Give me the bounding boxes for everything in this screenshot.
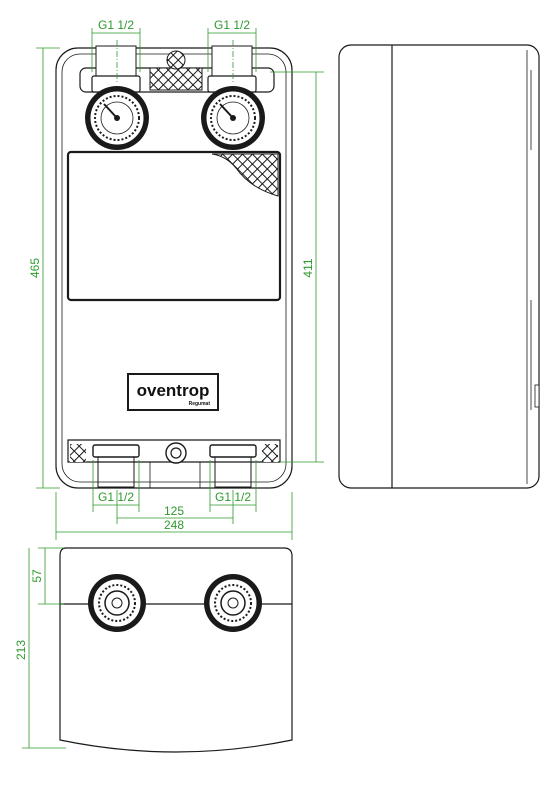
pump-window: [66, 150, 282, 302]
side-housing: [338, 44, 540, 489]
thread-top-left: G1 1/2: [98, 18, 134, 32]
top-left-thermometer-needle: [103, 103, 118, 119]
top-left-pipe: [95, 45, 137, 77]
dim-width-total: 248: [164, 518, 184, 532]
bottom-right-pipe: [214, 456, 252, 488]
bottom-left-pipe: [97, 456, 135, 488]
front-view: oventrop Regumat: [55, 45, 293, 489]
dim-depth-top: 57: [30, 569, 44, 583]
thread-bottom-left: G1 1/2: [98, 490, 134, 504]
bottom-right-nut: [209, 444, 257, 458]
top-right-thermometer-needle: [219, 103, 234, 119]
dim-height-inner: 411: [301, 258, 315, 277]
side-view: [338, 44, 540, 489]
dim-height-total: 465: [28, 258, 42, 278]
top-center-insulation: [149, 67, 203, 91]
dim-connection-spacing: 125: [164, 504, 184, 518]
brand-subline: Regumat: [189, 401, 211, 407]
bottom-left-nut: [92, 444, 140, 458]
side-clip: [534, 384, 540, 408]
window-corner-hatch: [211, 153, 279, 197]
bottom-center-valve-inner: [170, 447, 182, 459]
top-view: [59, 547, 293, 753]
brand-plate: [127, 373, 219, 411]
thread-bottom-right: G1 1/2: [215, 490, 251, 504]
dim-depth-total: 213: [14, 640, 28, 660]
top-view-housing: [59, 547, 293, 753]
bottom-left-hatch: [70, 444, 86, 462]
brand-name: oventrop: [137, 381, 210, 400]
top-right-pipe: [211, 45, 253, 77]
bottom-right-hatch: [262, 444, 278, 462]
top-center-knob: [166, 50, 186, 70]
top-view-right-connection: [203, 573, 263, 633]
dimension-lines: [22, 28, 324, 749]
top-view-left-connection: [87, 573, 147, 633]
bottom-center-valve: [165, 442, 187, 464]
front-housing: [55, 47, 293, 489]
thread-top-right: G1 1/2: [214, 18, 250, 32]
